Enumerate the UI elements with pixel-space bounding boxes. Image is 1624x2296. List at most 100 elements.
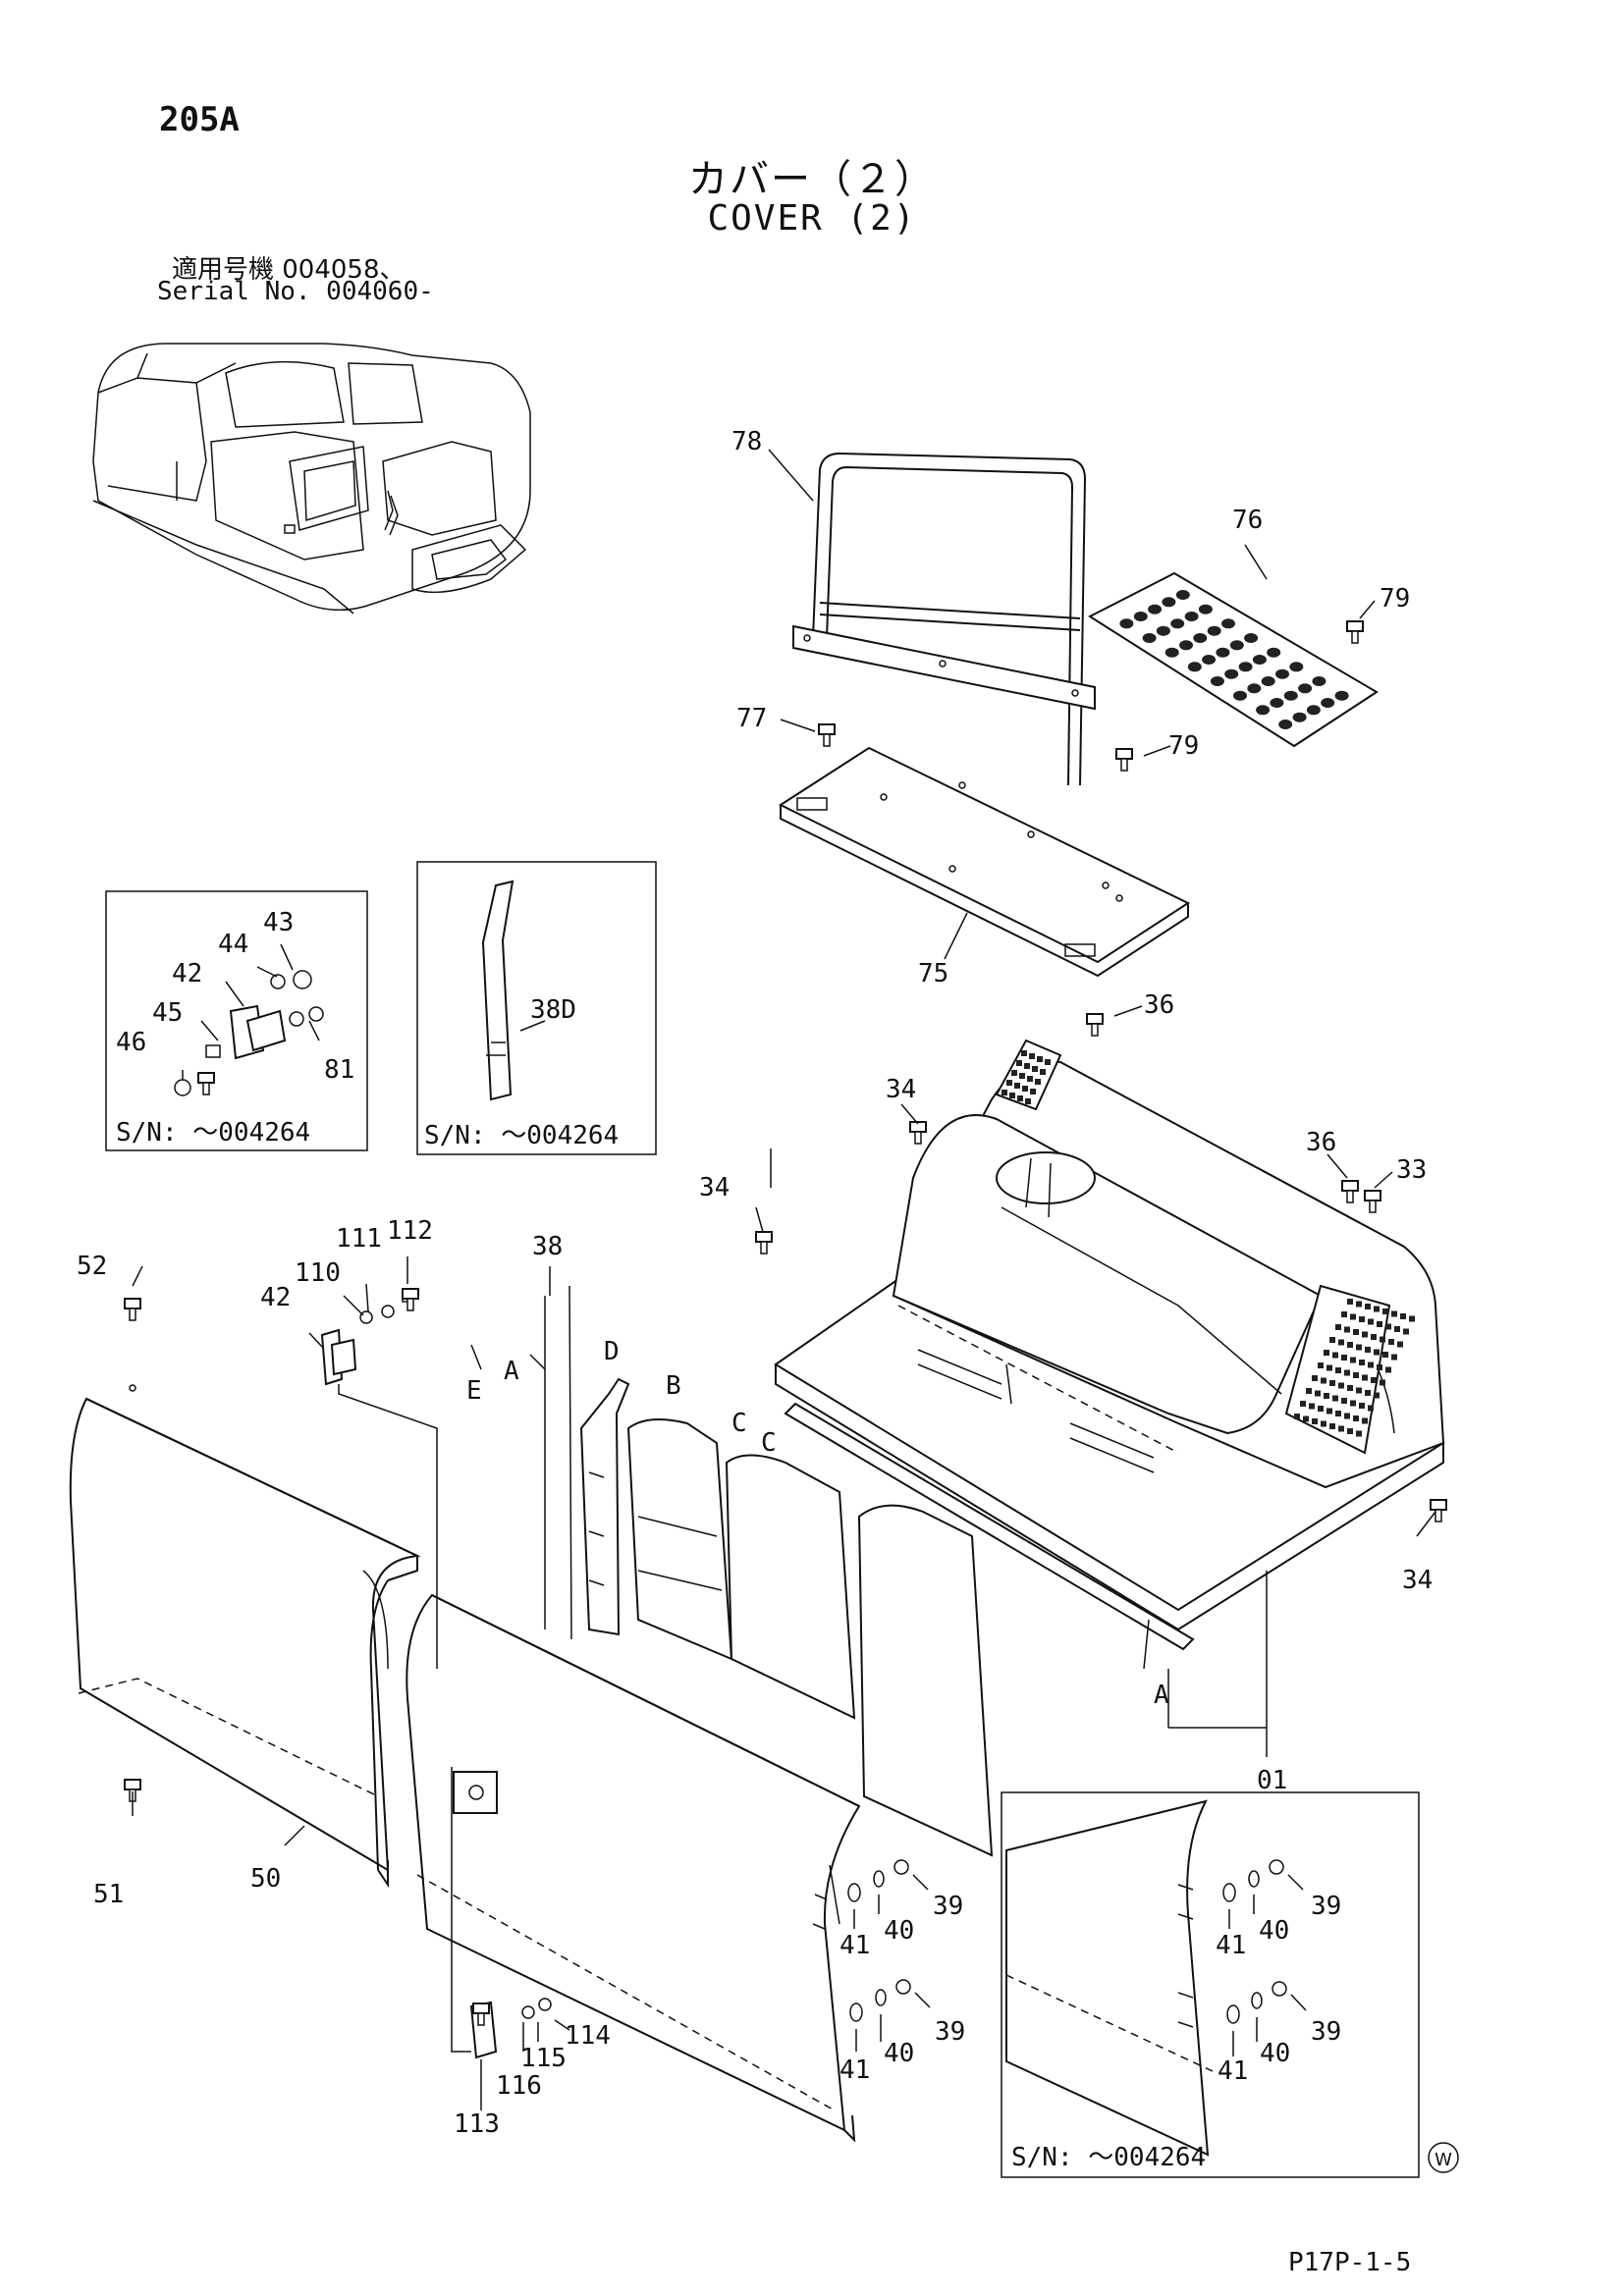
callout-39-inset-lower: 39 bbox=[1311, 2017, 1341, 2047]
mesh-cell bbox=[1019, 1073, 1025, 1079]
callout-39-upper: 39 bbox=[933, 1892, 963, 1921]
callout-77: 77 bbox=[736, 704, 767, 733]
bolt bbox=[1115, 748, 1133, 772]
mesh-cell bbox=[1350, 1357, 1356, 1363]
mesh-cell bbox=[1359, 1360, 1365, 1365]
mesh-cell bbox=[1397, 1341, 1403, 1348]
bolt bbox=[818, 723, 836, 747]
callout-41-upper: 41 bbox=[839, 1931, 870, 1960]
plate-hole bbox=[1162, 597, 1176, 608]
mesh-cell bbox=[1332, 1395, 1338, 1402]
mesh-cell bbox=[1312, 1375, 1318, 1381]
callout-34-right: 34 bbox=[1402, 1566, 1433, 1595]
ref-letter-C-right: C bbox=[761, 1428, 777, 1458]
mesh-cell bbox=[1303, 1415, 1309, 1422]
plate-hole bbox=[1334, 690, 1349, 701]
plate-hole bbox=[1278, 720, 1293, 729]
callout-79-lower: 79 bbox=[1168, 731, 1199, 761]
mesh-cell bbox=[1338, 1382, 1344, 1389]
callout-40-upper: 40 bbox=[884, 1916, 914, 1946]
title-english: COVER (2) bbox=[707, 198, 917, 239]
plate-hole bbox=[1289, 662, 1304, 672]
mesh-cell bbox=[1344, 1326, 1350, 1333]
callout-43: 43 bbox=[263, 908, 294, 937]
footer-page-ref: P17P-1-5 bbox=[1288, 2248, 1412, 2277]
plate-hole bbox=[1179, 640, 1193, 651]
plate-hole bbox=[1156, 625, 1170, 636]
mesh-cell bbox=[1341, 1355, 1347, 1361]
bolt bbox=[755, 1231, 773, 1255]
callout-40-inset-upper: 40 bbox=[1259, 1916, 1289, 1946]
bolt bbox=[909, 1121, 927, 1145]
circled-letter-icon: W bbox=[1428, 2142, 1459, 2173]
mesh-cell bbox=[1309, 1403, 1315, 1410]
plate-hole bbox=[1306, 705, 1321, 716]
plate-hole bbox=[1216, 647, 1230, 658]
mesh-cell bbox=[1329, 1380, 1335, 1386]
callout-45: 45 bbox=[152, 998, 183, 1028]
callout-78: 78 bbox=[731, 427, 762, 456]
mesh-cell bbox=[1335, 1324, 1341, 1330]
mesh-cell bbox=[1368, 1318, 1374, 1325]
plate-hole bbox=[1148, 604, 1163, 614]
mesh-cell bbox=[1356, 1301, 1362, 1308]
callout-42-inset: 42 bbox=[172, 959, 202, 988]
mesh-cell bbox=[1403, 1328, 1409, 1335]
ref-letter-D: D bbox=[604, 1337, 620, 1366]
callout-115: 115 bbox=[520, 2044, 567, 2073]
mesh-cell bbox=[1400, 1313, 1406, 1319]
callout-112: 112 bbox=[387, 1216, 433, 1246]
insulation-panels bbox=[544, 1285, 994, 1857]
plate-hole bbox=[1119, 618, 1134, 629]
callout-44: 44 bbox=[218, 930, 248, 959]
mesh-cell bbox=[1371, 1334, 1377, 1340]
bolt bbox=[1346, 620, 1364, 644]
mesh-cell bbox=[1356, 1387, 1362, 1394]
plate-hole bbox=[1244, 633, 1259, 643]
plate-hole bbox=[1238, 662, 1253, 672]
mesh-cell bbox=[1324, 1393, 1329, 1399]
part-01-main-cover-assembly bbox=[774, 1039, 1445, 1729]
mesh-cell bbox=[1353, 1372, 1359, 1378]
callout-41-inset-upper: 41 bbox=[1216, 1931, 1246, 1960]
mesh-cell bbox=[1045, 1059, 1051, 1065]
mesh-cell bbox=[1335, 1367, 1341, 1373]
mesh-cell bbox=[1347, 1299, 1353, 1305]
mesh-cell bbox=[1338, 1425, 1344, 1432]
plate-hole bbox=[1193, 633, 1208, 643]
callout-labels: 78 76 79 79 77 75 36 36 34 33 34 34 01 4… bbox=[77, 427, 1433, 2172]
mesh-cell bbox=[1321, 1420, 1326, 1427]
mesh-cell bbox=[1362, 1417, 1368, 1424]
plate-hole bbox=[1170, 618, 1185, 629]
serial-applicability-ja: 適用号機 004058、 bbox=[172, 255, 406, 285]
ref-letter-A-lower: A bbox=[1154, 1681, 1169, 1710]
callout-76: 76 bbox=[1232, 506, 1263, 535]
bolt bbox=[472, 2002, 490, 2026]
callout-42: 42 bbox=[260, 1283, 291, 1312]
ref-letter-B: B bbox=[666, 1371, 681, 1401]
mesh-cell bbox=[1368, 1362, 1374, 1368]
bolt bbox=[1430, 1499, 1447, 1522]
plate-hole bbox=[1224, 668, 1239, 679]
mesh-cell bbox=[1371, 1377, 1377, 1383]
mesh-cell bbox=[1318, 1406, 1324, 1412]
bolt bbox=[402, 1288, 419, 1311]
callout-81: 81 bbox=[324, 1055, 354, 1085]
callout-38: 38 bbox=[532, 1232, 563, 1261]
mesh-cell bbox=[1365, 1304, 1371, 1309]
bolt bbox=[197, 1072, 215, 1095]
mesh-cell bbox=[1025, 1098, 1031, 1104]
grille-mesh-top bbox=[1001, 1050, 1051, 1104]
callout-46: 46 bbox=[116, 1028, 146, 1057]
leader-lines bbox=[132, 449, 1436, 2110]
plate-hole bbox=[1229, 640, 1244, 651]
callout-50: 50 bbox=[250, 1864, 281, 1894]
callout-36-upper: 36 bbox=[1144, 990, 1174, 1020]
callout-114: 114 bbox=[565, 2021, 611, 2051]
mesh-cell bbox=[1382, 1352, 1388, 1358]
callout-38D: 38D bbox=[530, 995, 576, 1025]
callout-113: 113 bbox=[454, 2109, 500, 2139]
inset-right-serial: S/N: ～004264 bbox=[1011, 2143, 1206, 2172]
mesh-cell bbox=[1359, 1316, 1365, 1322]
